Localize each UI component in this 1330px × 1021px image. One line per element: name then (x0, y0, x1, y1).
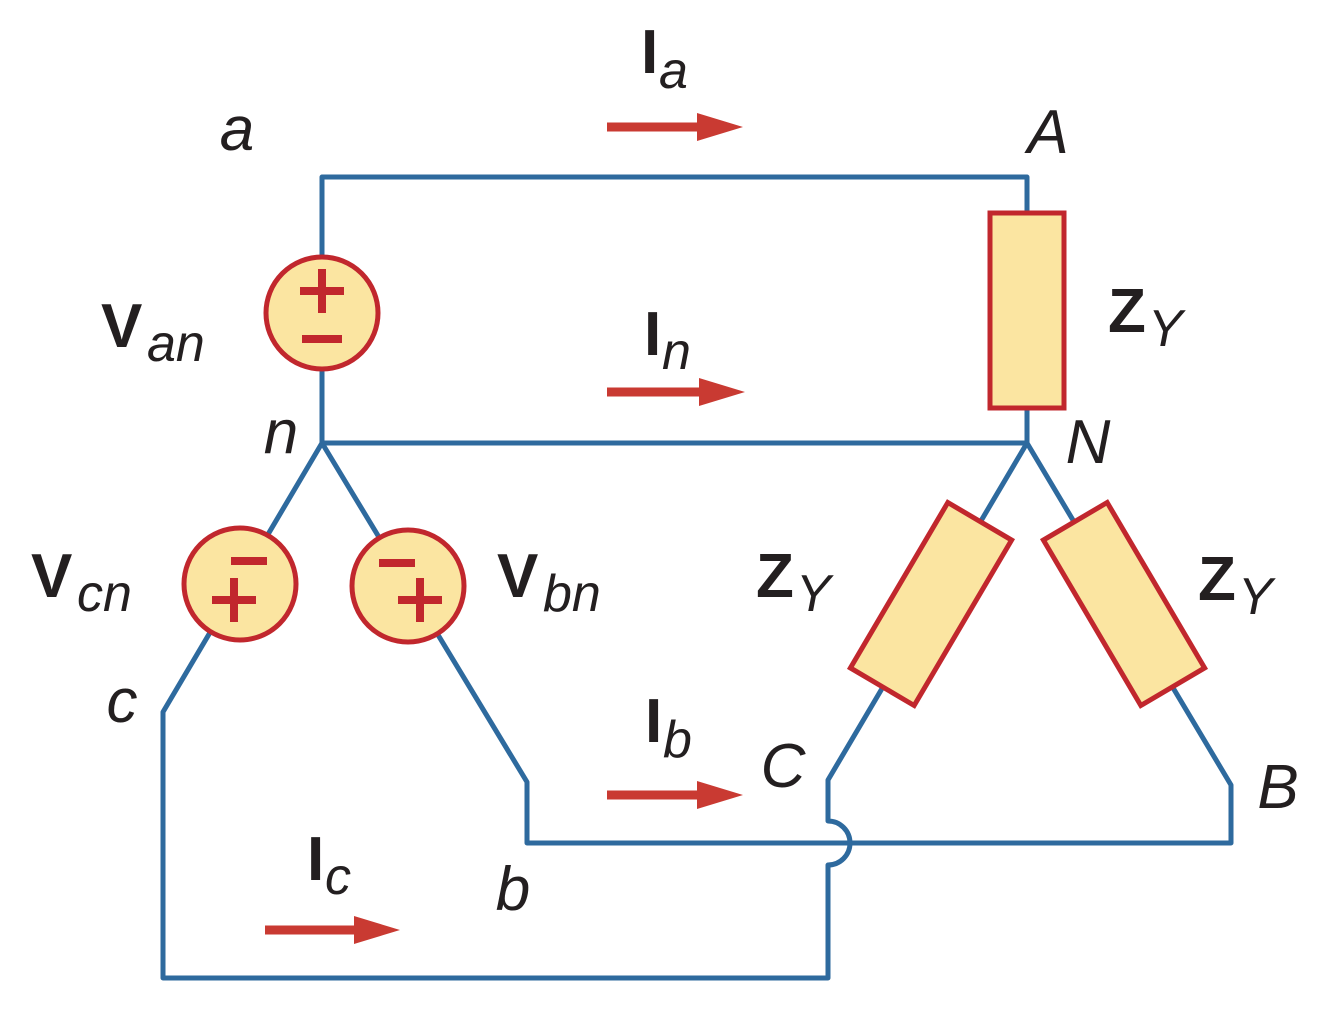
label-ia: I a (641, 18, 688, 100)
label-zc-symbol: Z (756, 542, 794, 611)
node-label-N: N (1066, 408, 1111, 477)
wire-line-b (319, 441, 1234, 846)
impedance-zb-body (1039, 499, 1209, 709)
node-label-b: b (496, 855, 530, 924)
node-label-c: c (107, 667, 138, 736)
label-vcn: V cn (31, 542, 132, 623)
label-zc-subscript: Y (796, 565, 834, 623)
source-van (263, 254, 381, 372)
label-in: I n (644, 300, 691, 381)
plus-icon (212, 578, 256, 622)
label-ib-subscript: b (663, 711, 692, 769)
label-in-subscript: n (662, 323, 691, 381)
node-label-a: a (220, 95, 254, 164)
label-vbn-symbol: V (497, 542, 538, 611)
label-za: Z Y (1108, 277, 1186, 358)
label-ia-subscript: a (659, 42, 688, 100)
impedance-zb (1039, 499, 1209, 709)
node-label-A: A (1023, 98, 1068, 167)
label-zc: Z Y (756, 542, 834, 623)
wires (160, 174, 1234, 981)
label-zb: Z Y (1198, 545, 1276, 626)
label-zb-subscript: Y (1238, 568, 1276, 626)
label-van-symbol: V (101, 292, 142, 361)
label-ic-subscript: c (325, 848, 351, 906)
source-vcn (181, 525, 299, 643)
label-ib: I b (645, 687, 692, 769)
label-za-subscript: Y (1148, 300, 1186, 358)
node-label-C: C (761, 732, 807, 801)
node-label-B: B (1257, 753, 1298, 822)
plus-icon (398, 578, 442, 622)
current-arrow-in (607, 378, 745, 406)
impedance-zc (846, 499, 1016, 709)
label-za-symbol: Z (1108, 277, 1146, 346)
label-vcn-subscript: cn (77, 565, 132, 623)
label-vbn-subscript: bn (543, 565, 601, 623)
source-vbn-circle (349, 527, 467, 645)
impedance-za-body (987, 210, 1067, 411)
impedance-zc-body (846, 499, 1016, 709)
wire-line-c (160, 441, 1030, 981)
label-in-symbol: I (644, 300, 661, 369)
label-van: V an (101, 292, 205, 373)
label-zb-symbol: Z (1198, 545, 1236, 614)
label-ia-symbol: I (641, 18, 658, 87)
current-arrow-ic (265, 916, 400, 944)
label-ib-symbol: I (645, 687, 662, 756)
source-vcn-circle (181, 525, 299, 643)
label-vbn: V bn (497, 542, 601, 623)
current-arrow-ib (607, 781, 743, 809)
node-label-n: n (264, 398, 298, 467)
wire-line-a (319, 174, 1030, 260)
label-ic: I c (307, 825, 351, 906)
impedance-za (987, 210, 1067, 411)
plus-icon (300, 269, 344, 313)
current-arrow-ia (607, 113, 743, 141)
source-vbn (349, 527, 467, 645)
label-vcn-symbol: V (31, 542, 72, 611)
label-ic-symbol: I (307, 825, 324, 894)
label-van-subscript: an (147, 315, 205, 373)
